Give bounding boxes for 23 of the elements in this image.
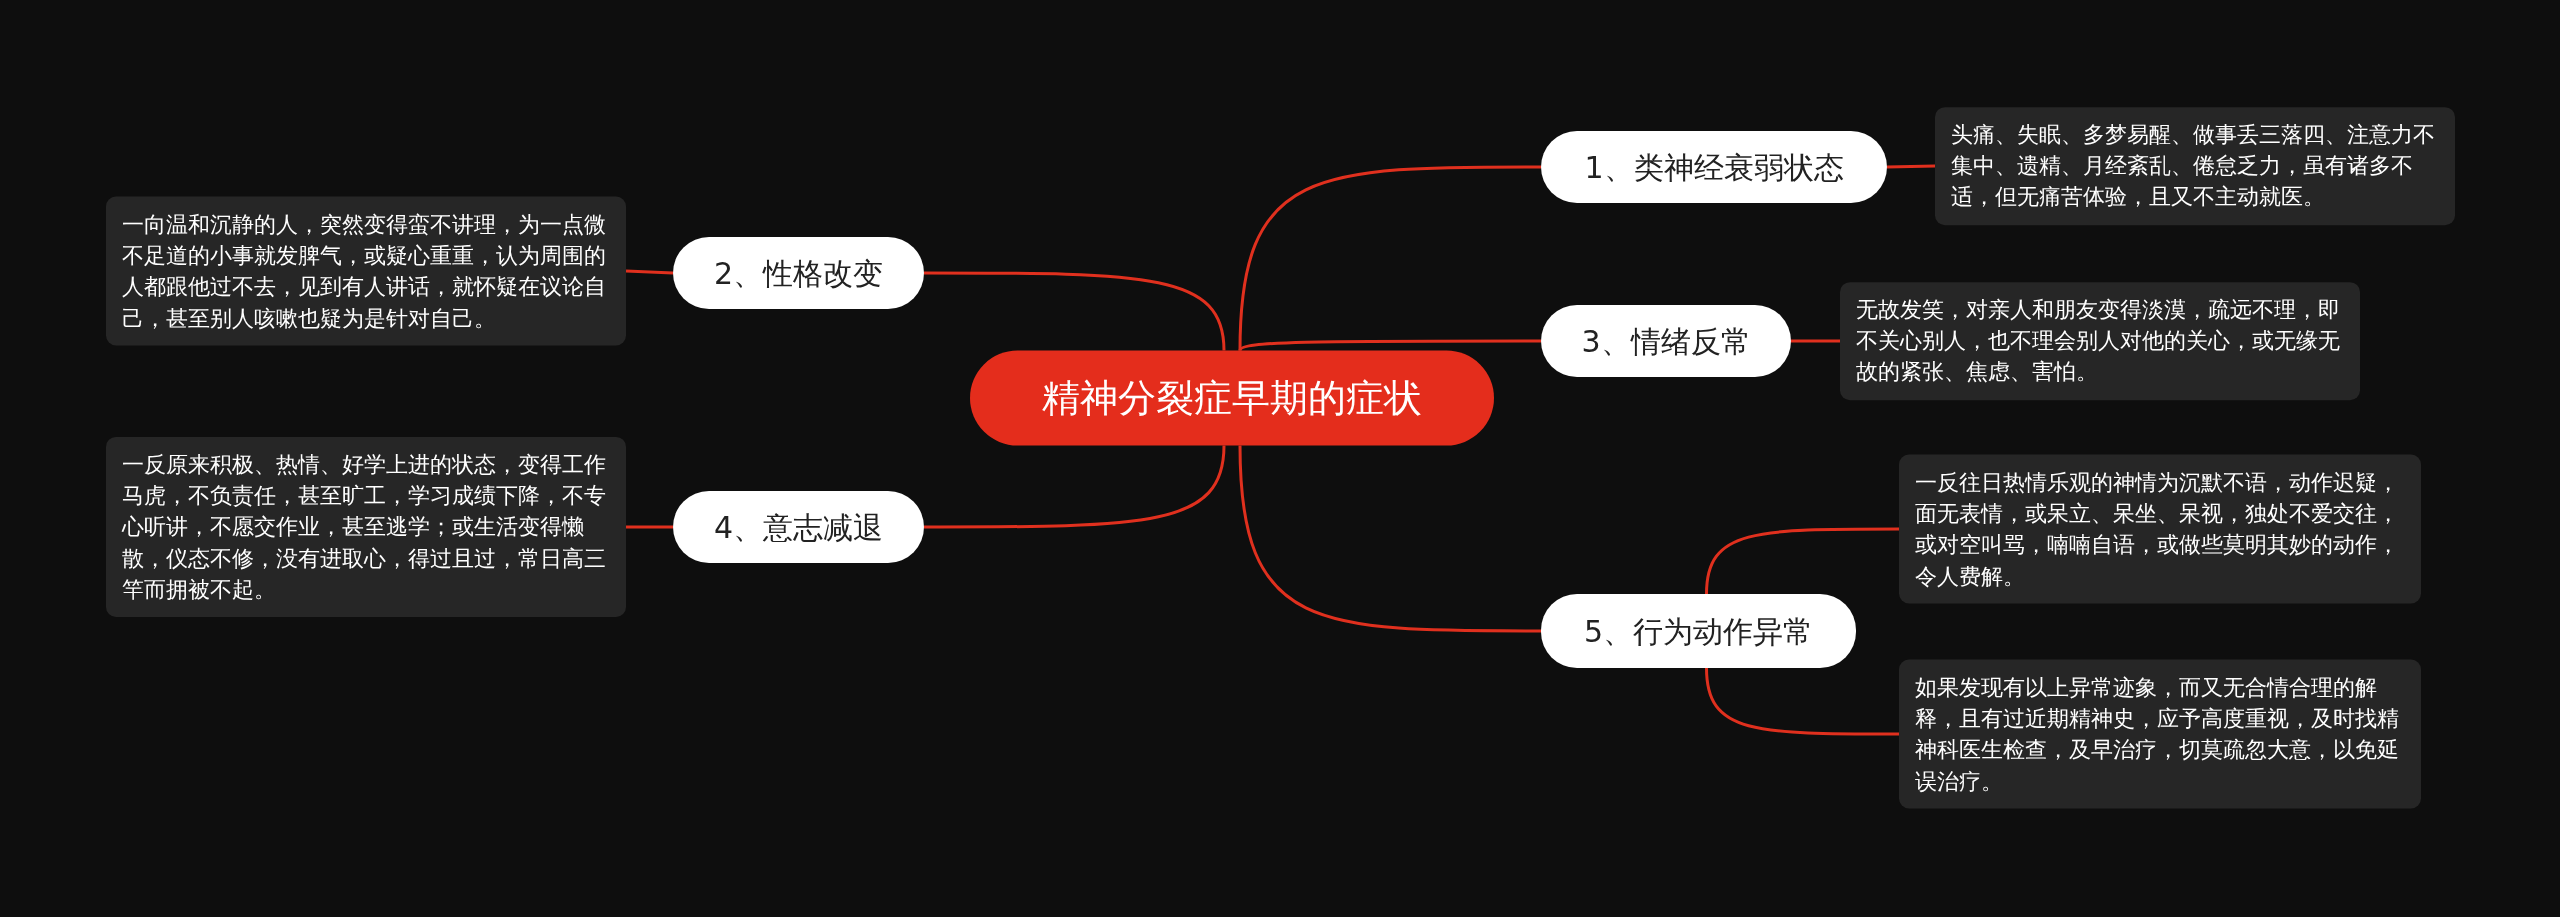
connector-line <box>1791 339 1840 343</box>
connector-line <box>924 271 1226 351</box>
topic-pill: 1、类神经衰弱状态 <box>1541 131 1887 203</box>
connector-line <box>1238 445 1541 633</box>
connector-line <box>924 445 1226 529</box>
connector-line <box>1705 667 1899 736</box>
note-card: 一反往日热情乐观的神情为沉默不语，动作迟疑，面无表情，或呆立、呆坐、呆视，独处不爱交往，或对空叫骂，喃喃自语，或做些莫明其妙的动作，令人费解。 <box>1899 454 2421 604</box>
note-card: 一向温和沉静的人，突然变得蛮不讲理，为一点微不足道的小事就发脾气，或疑心重重，认为周围的人都跟他过不去，见到有人讲话，就怀疑在议论自己，甚至别人咳嗽也疑为是针对自己。 <box>106 196 626 346</box>
topic-pill: 5、行为动作异常 <box>1541 594 1856 668</box>
note-card: 如果发现有以上异常迹象，而又无合情合理的解释，且有过近期精神史，应予高度重视，及时找精神科医生检查，及早治疗，切莫疏忽大意，以免延误治疗。 <box>1899 659 2421 809</box>
connector-line <box>1238 165 1541 351</box>
note-card: 一反原来积极、热情、好学上进的状态，变得工作马虎，不负责任，甚至旷工，学习成绩下降，不专心听讲，不愿交作业，甚至逃学；或生活变得懒散，仪态不修，没有进取心，得过且过，常日高三竿而拥被不起。 <box>106 436 626 618</box>
connector-line <box>1238 339 1541 352</box>
connector-line <box>1886 164 1936 169</box>
topic-pill: 3、情绪反常 <box>1541 305 1791 377</box>
central-topic-pill: 精神分裂症早期的症状 <box>970 350 1494 446</box>
connector-line <box>1705 527 1899 595</box>
note-card: 头痛、失眠、多梦易醒、做事丢三落四、注意力不集中、遗精、月经紊乱、倦怠乏力，虽有诸多不适，但无痛苦体验，且又不主动就医。 <box>1935 107 2455 225</box>
topic-pill: 4、意志减退 <box>673 491 924 563</box>
connector-line <box>625 269 674 275</box>
connector-line <box>626 525 673 529</box>
note-card: 无故发笑，对亲人和朋友变得淡漠，疏远不理，即不关心别人，也不理会别人对他的关心，或无缘无故的紧张、焦虑、害怕。 <box>1840 282 2360 400</box>
topic-pill: 2、性格改变 <box>673 237 924 309</box>
